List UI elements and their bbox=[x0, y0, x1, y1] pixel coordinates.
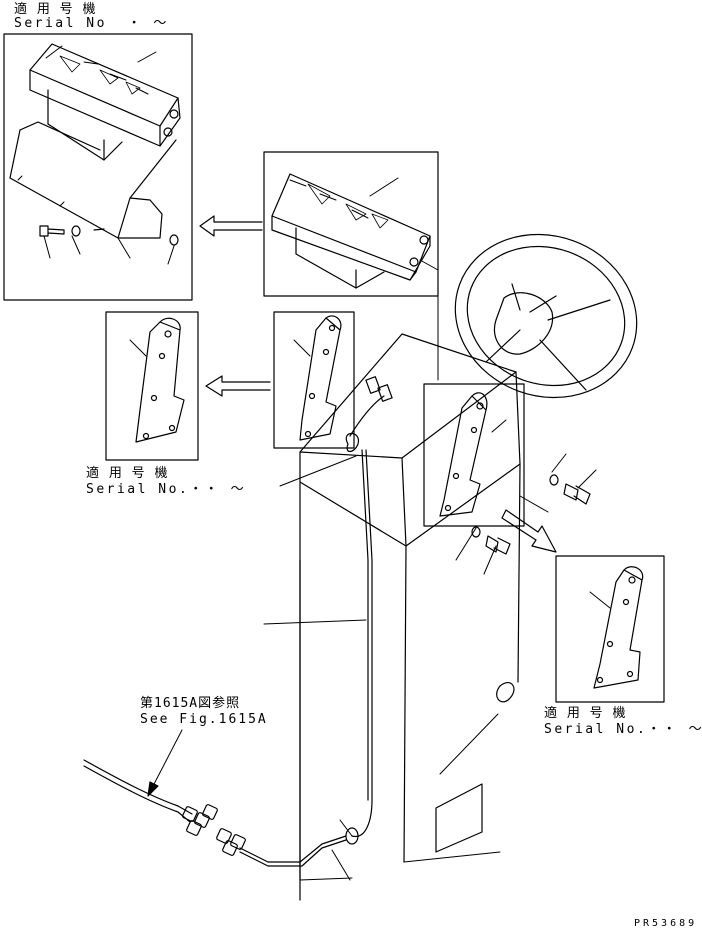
detail-box-center-bracket bbox=[273, 311, 355, 449]
figure-reference-jp: 第1615A図参照 bbox=[140, 696, 241, 711]
applicable-label-top-jp: 適 用 号 機 bbox=[14, 2, 97, 17]
serial-label-top: Serial No ・ ～ bbox=[14, 16, 169, 31]
steering-wheel bbox=[454, 233, 638, 399]
arrow-down-right bbox=[501, 509, 557, 553]
bolts-right bbox=[471, 453, 597, 555]
detail-box-mid-left bbox=[105, 311, 199, 461]
steering-column bbox=[239, 333, 549, 901]
arrow-left-mid bbox=[205, 375, 271, 397]
figure-reference-en: See Fig.1615A bbox=[140, 712, 268, 727]
applicable-label-right-jp: 適 用 号 機 bbox=[544, 706, 627, 721]
detail-box-right bbox=[555, 555, 665, 703]
applicable-label-mid-jp: 適 用 号 機 bbox=[86, 466, 169, 481]
serial-label-right: Serial No.・・ ～ bbox=[544, 722, 702, 737]
wiring-cable bbox=[83, 729, 246, 856]
serial-label-mid: Serial No.・・ ～ bbox=[86, 482, 247, 497]
detail-box-center-top bbox=[263, 151, 439, 381]
drawing-code: PR53689 bbox=[634, 918, 698, 929]
arrow-left-top bbox=[199, 215, 263, 237]
detail-box-top-left bbox=[3, 33, 193, 301]
